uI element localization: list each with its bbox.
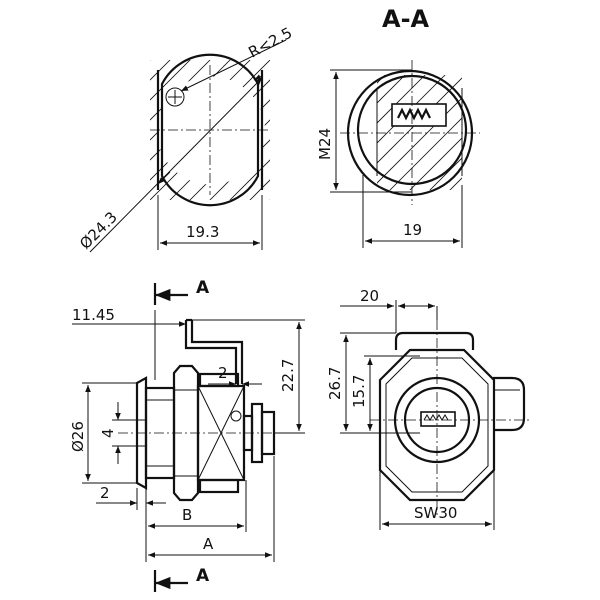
- section-marker-bottom: A: [196, 566, 210, 586]
- section-view: A-A M24 19: [316, 5, 480, 248]
- radius-label: R<2.5: [245, 24, 295, 62]
- height-front-label: 26.7: [326, 367, 344, 400]
- profile-view: R<2.5 Ø24.3 19.3: [76, 24, 295, 253]
- width-profile-label: 19.3: [186, 223, 219, 241]
- section-hatching: [377, 75, 462, 190]
- front-key-slot: [420, 411, 456, 427]
- key-wave: [397, 107, 431, 121]
- radius-circle: [165, 87, 185, 107]
- width-section-label: 19: [403, 221, 422, 239]
- side-view: A A 11.45: [69, 278, 305, 592]
- diameter-label: Ø24.3: [76, 208, 121, 253]
- offset-left-label: 11.45: [72, 306, 115, 324]
- flange-label: 2: [100, 484, 110, 502]
- key-slot: [391, 103, 447, 127]
- front-cam: [394, 331, 475, 350]
- front-offset-label: 20: [360, 287, 379, 305]
- cam-step-label: 2: [218, 364, 228, 382]
- cam: [184, 320, 238, 384]
- length-a-label: A: [203, 535, 214, 553]
- length-b-label: B: [182, 506, 192, 524]
- pin-size-label: 4: [99, 428, 117, 438]
- wrench-label: SW30: [414, 504, 457, 522]
- section-marker-top: A: [196, 278, 210, 298]
- section-inner-circle: [356, 74, 468, 186]
- section-title: A-A: [382, 5, 430, 33]
- front-latch: [493, 376, 526, 432]
- height-key-label: 15.7: [350, 375, 368, 408]
- front-view: 20 26.7 15.7 SW30: [326, 287, 530, 530]
- nut: [172, 364, 200, 502]
- profile-outline: [160, 53, 260, 207]
- body-diameter-label: Ø26: [69, 421, 87, 452]
- cam-height-label: 22.7: [279, 359, 297, 392]
- thread-label: M24: [316, 128, 334, 160]
